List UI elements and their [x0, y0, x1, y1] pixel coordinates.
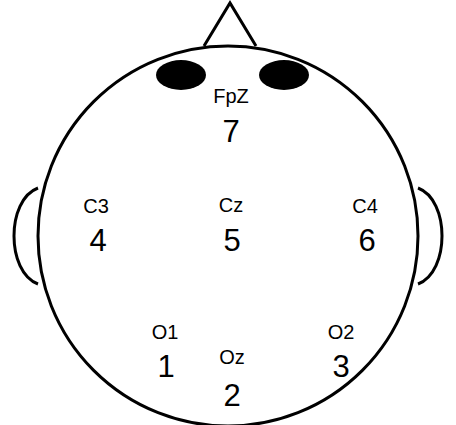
channel-number: 7: [222, 116, 239, 147]
electrode-name: FpZ: [213, 86, 249, 106]
electrode-name: O1: [152, 322, 179, 342]
eye: [259, 60, 309, 90]
electrode-name: C3: [83, 196, 109, 216]
channel-number: 5: [223, 225, 240, 256]
electrode-name: Oz: [219, 347, 245, 367]
channel-number: 2: [223, 380, 240, 411]
electrode-name: C4: [352, 196, 378, 216]
nose: [204, 3, 256, 46]
channel-number: 3: [332, 351, 349, 382]
right-ear: [418, 188, 442, 284]
head-circle: [38, 46, 418, 425]
electrode-name: Cz: [219, 195, 243, 215]
electrode-name: O2: [328, 322, 355, 342]
channel-number: 4: [89, 225, 106, 256]
channel-number: 6: [358, 225, 375, 256]
eye: [156, 60, 206, 90]
left-ear: [14, 188, 38, 284]
channel-number: 1: [157, 351, 174, 382]
